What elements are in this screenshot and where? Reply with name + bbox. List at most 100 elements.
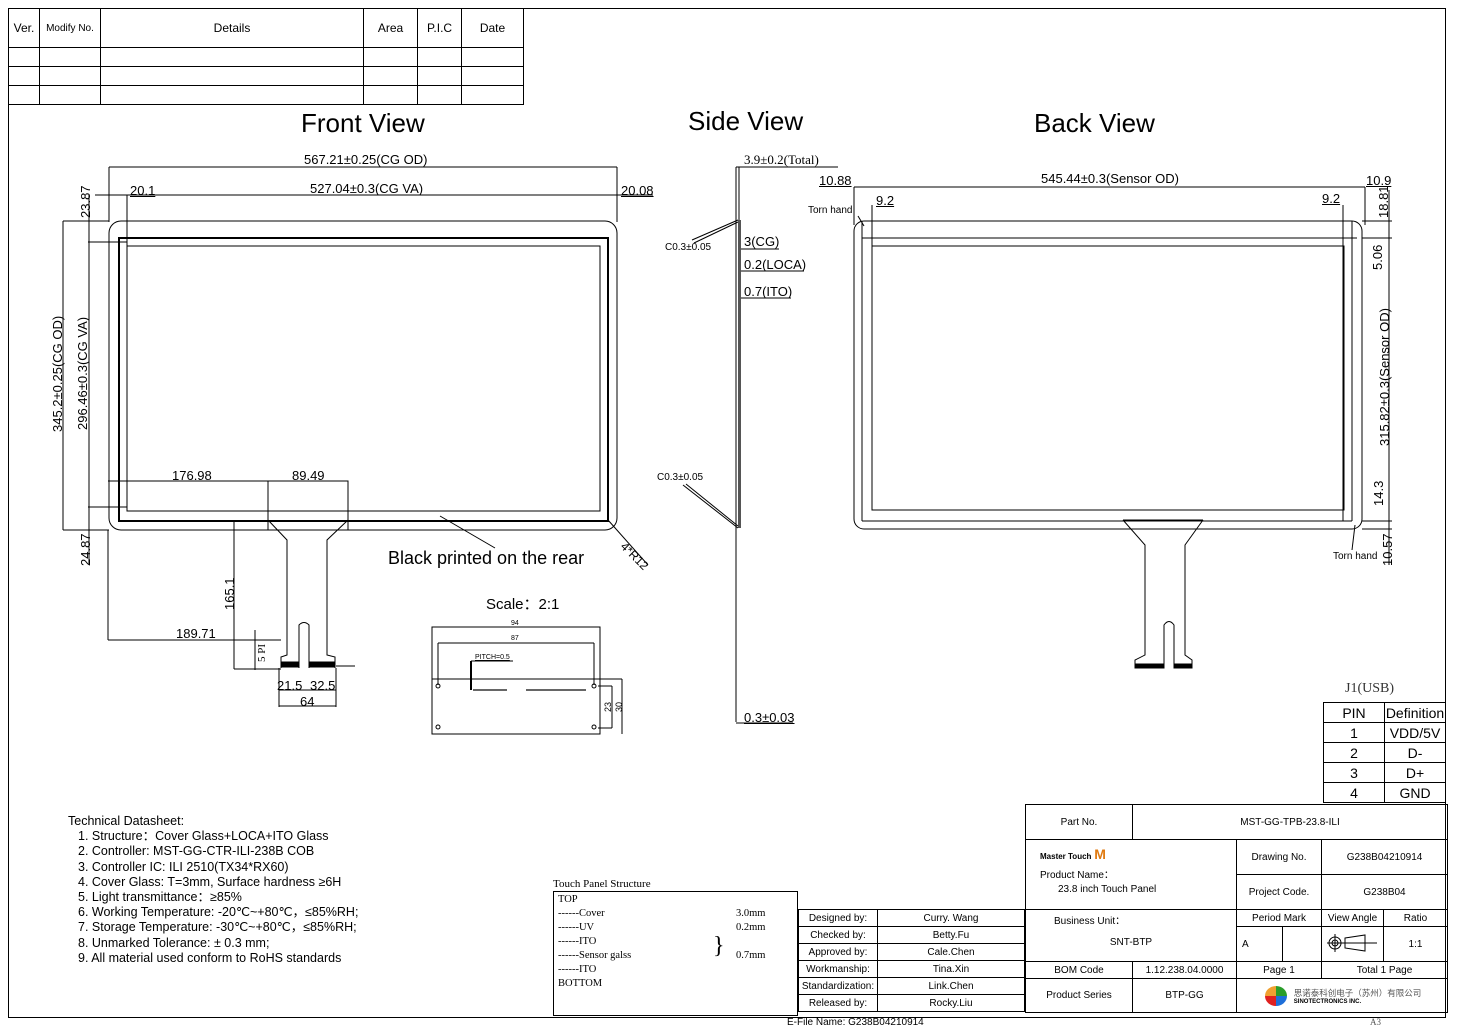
dim-right-margin: 20.08: [621, 183, 654, 198]
scale-width-inner: 87: [511, 635, 519, 642]
dim-tail-width: 64: [300, 694, 315, 709]
company-name-cn: 思诺泰科创电子（苏州）有限公司: [1293, 988, 1422, 999]
dim-back-top-inner: 5.06: [1370, 244, 1385, 270]
revision-table: Ver. Modify No. Details Area P.I.C Date: [8, 8, 524, 105]
bom-code-label: BOM Code: [1025, 961, 1133, 979]
title-block: Part No. MST-GG-TPB-23.8-ILI Master Touc…: [1025, 804, 1449, 1013]
black-print-note: Black printed on the rear: [388, 548, 585, 568]
rev-header-modify: Modify No.: [39, 8, 101, 48]
j1-header-definition: Definition: [1384, 702, 1446, 723]
dim-back-left-margin: 10.88: [819, 173, 852, 188]
project-code-label: Project Code.: [1236, 874, 1322, 910]
scale-width-outer: 94: [511, 620, 519, 627]
dim-back-top-margin: 18.81: [1376, 185, 1391, 218]
ratio: 1:1: [1382, 926, 1449, 962]
front-view-drawing: [62, 166, 653, 707]
cover-glass-outline: [108, 220, 618, 531]
tech-item: 4. Cover Glass: T=3mm, Surface hardness …: [78, 874, 342, 889]
dim-back-right-margin: 10.9: [1366, 173, 1392, 188]
side-view-title: Side View: [688, 106, 804, 136]
tech-item: 1. Structure：Cover Glass+LOCA+ITO Glass: [78, 829, 329, 844]
drawing-no: G238B04210914: [1321, 839, 1448, 875]
tech-item: 5. Light transmittance：≥85%: [78, 890, 242, 905]
business-unit: SNT-BTP: [1109, 937, 1153, 948]
rev-row: [8, 85, 524, 105]
dim-fpc-tail-offset: 189.71: [176, 626, 216, 641]
part-no: MST-GG-TPB-23.8-ILI: [1132, 804, 1448, 840]
tech-item: 7. Storage Temperature: -30℃~+80℃，≤85%RH…: [78, 920, 357, 935]
scale-height-outer: 30: [614, 701, 624, 712]
dim-chamfer-top: C0.3±0.05: [665, 242, 712, 253]
projection-symbol-icon: [1321, 926, 1384, 962]
j1-title: J1(USB): [1345, 681, 1395, 696]
dim-back-left-inner: 9.2: [876, 193, 895, 208]
rev-header-area: Area: [363, 8, 418, 48]
bom-code: 1.12.238.04.0000: [1132, 961, 1237, 979]
dim-back-right-inner: 9.2: [1322, 191, 1341, 206]
tech-title: Technical Datasheet:: [68, 814, 185, 828]
tech-item: 3. Controller IC: ILI 2510(TX34*RX60): [78, 859, 289, 874]
rev-header-date: Date: [461, 8, 524, 48]
project-code: G238B04: [1321, 874, 1448, 910]
dim-fpc-thickness: 0.3±0.03: [744, 710, 795, 725]
tps-layer: ------Cover: [558, 908, 605, 919]
product-series-label: Product Series: [1025, 978, 1133, 1013]
black-print-border: [118, 237, 609, 522]
dim-sensor-od-height: 315.82±0.3(Sensor OD): [1377, 308, 1392, 446]
dim-bottom-margin: 24.87: [78, 533, 93, 566]
dim-cg-va-height: 296.46±0.3(CG VA): [75, 316, 90, 430]
product-name-label: Product Name：: [1040, 870, 1114, 881]
dim-top-margin: 23.87: [78, 185, 93, 218]
scale-title: Scale：2:1: [486, 596, 560, 613]
tech-item: 6. Working Temperature: -20℃~+80℃，≤85%RH…: [78, 905, 359, 920]
tps-layer: ------UV: [558, 922, 595, 933]
j1-header-pin: PIN: [1323, 702, 1385, 723]
layer-cg: 3(CG): [744, 234, 780, 249]
dim-total-thickness: 3.9±0.2(Total): [744, 152, 819, 167]
sensor-outline: [853, 220, 1363, 530]
dim-left-margin: 20.1: [130, 183, 156, 198]
dim-back-bottom-inner: 14.3: [1371, 480, 1386, 506]
tps-layer: ------ITO: [558, 936, 597, 947]
dim-sensor-od-width: 545.44±0.3(Sensor OD): [1041, 171, 1179, 186]
dim-fpc-offset: 176.98: [172, 468, 212, 483]
part-no-label: Part No.: [1025, 804, 1133, 840]
technical-datasheet: Technical Datasheet: 1. Structure：Cover …: [68, 814, 358, 966]
product-series: BTP-GG: [1132, 978, 1237, 1013]
drawing-frame: [8, 8, 1446, 1018]
dim-tail-right: 32.5: [310, 678, 336, 693]
rev-row: [8, 47, 524, 67]
tps-bottom: BOTTOM: [558, 978, 603, 989]
torn-hand-bottom-label: Torn hand: [1333, 551, 1378, 562]
dim-cg-od-height: 345.2±0.25(CG OD): [50, 315, 65, 432]
rev-row: [8, 66, 524, 86]
back-view-title: Back View: [1034, 108, 1155, 138]
tps-title: Touch Panel Structure: [553, 878, 651, 890]
front-view-title: Front View: [301, 108, 425, 138]
tech-item: 9. All material used conform to RoHS sta…: [78, 950, 342, 965]
dim-fpc-length: 165.1: [222, 577, 237, 610]
sheet-size: A3: [1370, 1017, 1381, 1027]
scale-detail-drawing: [431, 626, 623, 735]
tps-layer: ------ITO: [558, 964, 597, 975]
scale-height-inner: 23: [603, 701, 613, 712]
layer-loca: 0.2(LOCA): [744, 257, 807, 272]
dim-back-bottom-margin: 10.57: [1380, 533, 1395, 566]
dim-fpc-pitch: 5 PI: [256, 643, 268, 662]
view-angle-label: View Angle: [1321, 909, 1384, 927]
back-view-drawing: [853, 186, 1392, 669]
tech-item: 2. Controller: MST-GG-CTR-ILI-238B COB: [78, 844, 315, 859]
torn-hand-top-label: Torn hand: [808, 205, 853, 216]
company-name-en: SINOTECTRONICS INC.: [1293, 998, 1362, 1005]
tps-top: TOP: [558, 894, 578, 905]
dim-cg-va-width: 527.04±0.3(CG VA): [310, 181, 424, 196]
ratio-label: Ratio: [1382, 909, 1449, 927]
dim-chamfer-bottom: C0.3±0.05: [657, 472, 704, 483]
page-number: Page 1: [1236, 961, 1322, 979]
